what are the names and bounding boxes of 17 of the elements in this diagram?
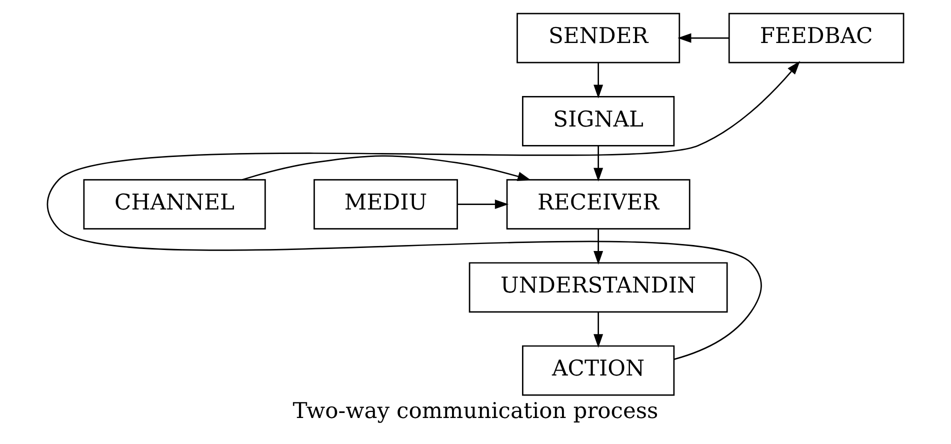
node-box: SENDER bbox=[516, 12, 680, 64]
node-box: RECEIVER bbox=[506, 179, 690, 230]
arrow bbox=[594, 312, 604, 348]
arrow bbox=[678, 33, 729, 43]
arrow bbox=[594, 228, 604, 265]
node-box: CHANNEL bbox=[83, 179, 266, 230]
node-box: MEDIU bbox=[314, 179, 458, 230]
arrow bbox=[594, 62, 604, 98]
node-box: SIGNAL bbox=[522, 96, 675, 146]
arrow bbox=[458, 200, 509, 210]
arrow bbox=[242, 155, 532, 182]
arrow bbox=[47, 61, 800, 360]
arrow bbox=[594, 146, 604, 182]
node-box: UNDERSTANDIN bbox=[468, 262, 728, 313]
caption: Two-way communication process bbox=[292, 398, 658, 424]
node-box: ACTION bbox=[522, 345, 675, 396]
node-box: FEEDBAC bbox=[728, 12, 904, 64]
